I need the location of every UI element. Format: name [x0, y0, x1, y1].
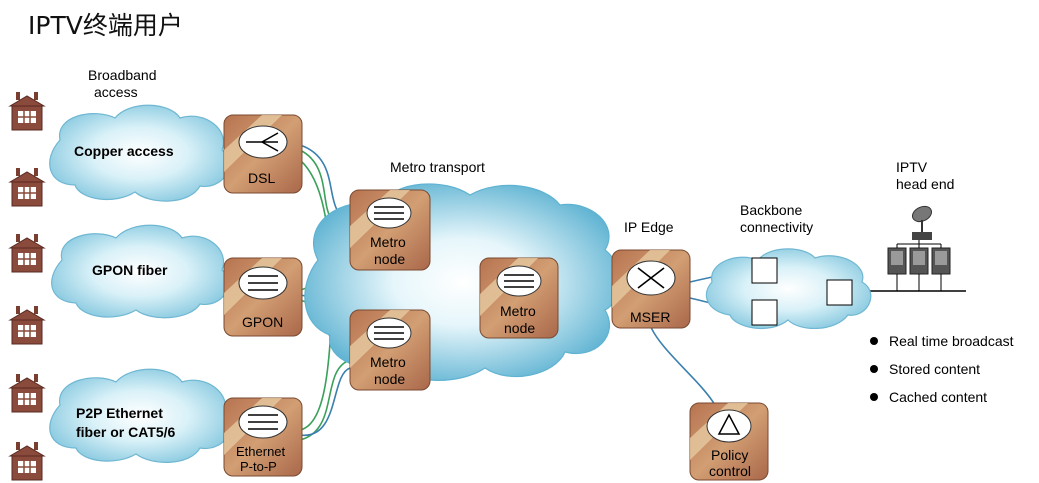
broadband-access-label: Broadband access	[88, 67, 160, 100]
server-icon	[887, 247, 907, 291]
backbone-switch-2	[751, 299, 778, 326]
bullet-dot	[870, 365, 878, 373]
house-icon	[8, 168, 46, 207]
bullet-dot	[870, 393, 878, 401]
page-title: IPTV终端用户	[28, 11, 183, 40]
gpon-fiber-label: GPON fiber	[92, 262, 168, 278]
triangle-icon	[717, 413, 741, 435]
backbone-switch-3	[826, 279, 853, 306]
ethernet-node: Ethernet P-to-P	[223, 397, 303, 477]
gpon-label: GPON	[242, 314, 283, 330]
metro-node-right: Metro node	[479, 257, 559, 339]
dsl-label: DSL	[248, 170, 275, 186]
arrows-icon	[248, 275, 278, 291]
metro-node-top-label: Metro node	[370, 234, 410, 267]
splitter-icon	[246, 132, 279, 152]
arrows-icon	[374, 326, 404, 340]
router-icon	[637, 267, 665, 289]
metro-node-bottom: Metro node	[349, 309, 431, 391]
ethernet-label: Ethernet P-to-P	[236, 444, 289, 474]
copper-access-cloud: Copper access	[49, 104, 230, 202]
house-icon	[8, 374, 46, 413]
metro-transport-label: Metro transport	[390, 159, 485, 175]
server-icon	[909, 247, 929, 291]
head-end-label: IPTV head end	[896, 159, 954, 192]
bullet-item: Cached content	[889, 389, 987, 405]
house-icon	[8, 442, 46, 481]
policy-control-node: Policy control	[689, 402, 769, 481]
gpon-node: GPON	[223, 257, 303, 337]
arrows-icon	[504, 274, 534, 288]
backbone-label: Backbone connectivity	[740, 202, 813, 235]
content-bullets: Real time broadcast Stored content Cache…	[870, 333, 1014, 405]
backbone-cloud	[706, 248, 872, 330]
house-icon	[8, 234, 46, 273]
head-end-servers	[887, 240, 951, 291]
mser-node: MSER	[611, 249, 691, 329]
gpon-fiber-cloud: GPON fiber	[51, 224, 229, 319]
dsl-node: DSL	[223, 114, 303, 194]
bullet-item: Stored content	[889, 361, 980, 377]
end-user-houses	[8, 92, 46, 481]
arrows-icon	[374, 206, 404, 220]
p2p-ethernet-cloud: P2P Ethernet fiber or CAT5/6	[49, 368, 231, 463]
metro-node-bottom-label: Metro node	[370, 354, 410, 387]
satellite-dish-icon	[911, 205, 933, 240]
house-icon	[8, 306, 46, 345]
metro-node-right-label: Metro node	[500, 303, 540, 336]
metro-node-top: Metro node	[349, 189, 431, 271]
p2p-ethernet-label: P2P Ethernet fiber or CAT5/6	[76, 405, 176, 440]
copper-access-label: Copper access	[74, 143, 174, 159]
backbone-switch-1	[751, 257, 778, 284]
house-icon	[8, 92, 46, 131]
mser-label: MSER	[630, 309, 670, 325]
bullet-dot	[870, 337, 878, 345]
ip-edge-label: IP Edge	[624, 219, 674, 235]
policy-control-label: Policy control	[709, 447, 752, 479]
arrows-icon	[248, 414, 278, 430]
server-icon	[931, 247, 951, 291]
bullet-item: Real time broadcast	[889, 333, 1014, 349]
